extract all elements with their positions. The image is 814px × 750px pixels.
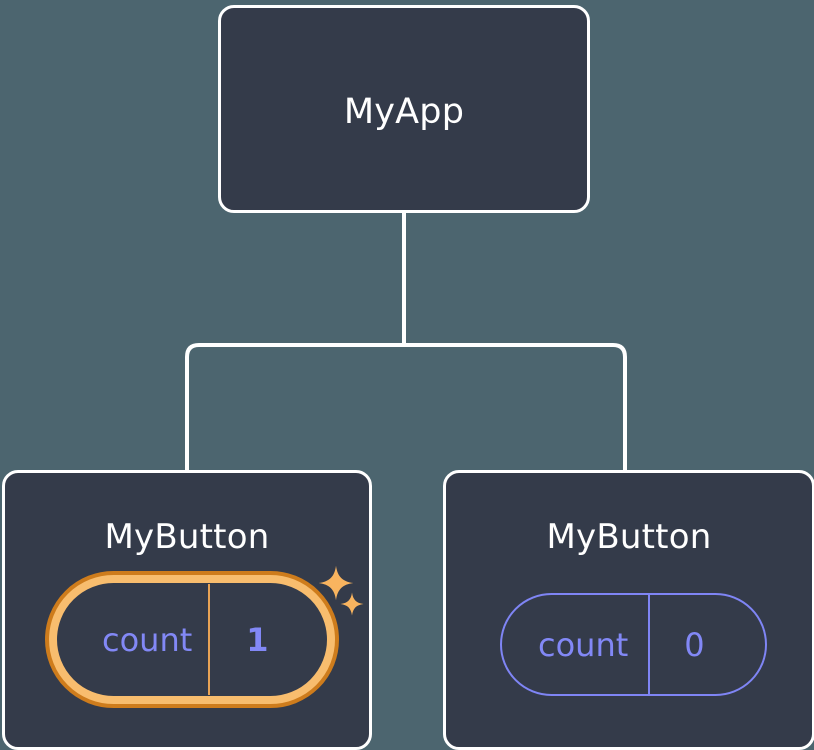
state-pill-highlighted[interactable]: count 1 [45, 571, 339, 708]
state-pill[interactable]: count 0 [500, 593, 767, 696]
connector-child-bus [185, 343, 627, 472]
state-key-label: count [102, 620, 193, 659]
highlight-ring-outer [45, 571, 339, 708]
state-value-label: 1 [208, 584, 304, 695]
component-node-title: MyApp [343, 92, 465, 132]
component-node-mybutton-right[interactable]: MyButton count 0 [443, 470, 814, 750]
state-pill-content: count 1 [58, 584, 326, 695]
component-node-mybutton-left[interactable]: MyButton count 1 [2, 470, 372, 750]
diagram-canvas: MyApp MyButton count 1 MyButton count 0 [2, 5, 814, 750]
state-value-label: 0 [648, 595, 738, 694]
component-node-title: MyButton [104, 517, 270, 557]
sparkle-large-icon [318, 565, 354, 601]
highlight-ring-inner [49, 575, 335, 704]
state-key-label: count [538, 625, 629, 664]
component-node-title: MyButton [546, 517, 712, 557]
component-node-myapp[interactable]: MyApp [218, 5, 590, 213]
sparkle-small-icon [340, 592, 364, 616]
